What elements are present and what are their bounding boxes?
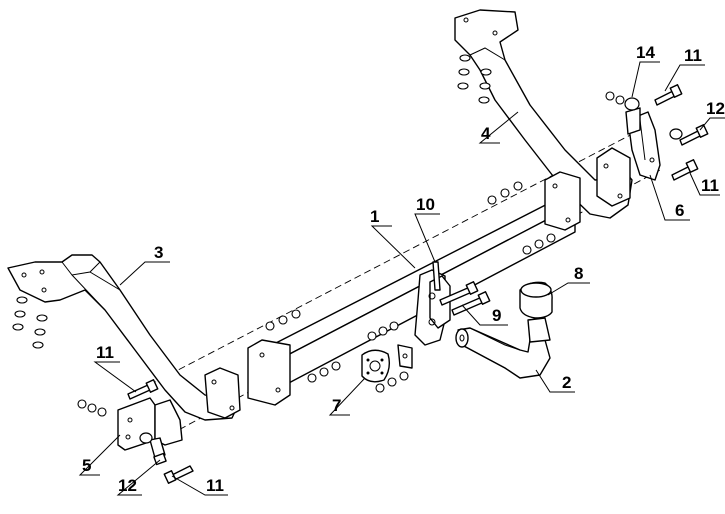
left-side-arm [7,254,241,421]
callout-11-right-top: 11 [684,46,702,65]
callout-5: 5 [82,456,91,475]
bolt-11-right-bottom [671,159,699,181]
bolt-10 [432,261,441,291]
callout-3: 3 [154,243,163,262]
callout-8: 8 [574,264,583,283]
nuts-crossbar-right [487,181,556,255]
callout-4: 4 [481,124,491,143]
callout-labels: 1 2 3 4 5 6 7 8 9 10 11 11 11 11 12 12 1… [82,43,725,495]
bolt-12-right [679,124,709,146]
nuts-right-bracket [605,91,683,140]
callout-11-left-top: 11 [96,343,114,362]
ball-cover-cap [519,281,553,319]
leader-lines [78,61,725,496]
callout-14: 14 [636,43,655,62]
nut-washer-stacks [12,54,683,444]
bolt-11-left-top [127,379,159,400]
right-side-arm [454,9,633,219]
callout-7: 7 [332,396,341,415]
nuts-socket [367,321,409,393]
callout-9: 9 [492,306,501,325]
callout-2: 2 [562,373,571,392]
callout-11-right-bottom: 11 [701,176,719,195]
nuts-crossbar-left [265,309,341,383]
callout-6: 6 [675,201,684,220]
nuts-left-bracket [77,399,153,444]
bolts [127,84,709,484]
callout-1: 1 [370,207,379,226]
right-bracket [625,107,661,181]
bolt-11-right-top [654,84,683,106]
callout-12-left: 12 [118,476,137,495]
nuts-left-arm [12,296,48,349]
bolts-9 [439,281,491,316]
callout-10: 10 [416,195,435,214]
nuts-right-arm [457,54,492,104]
bolt-12-left [149,437,167,466]
callout-11-left-bottom: 11 [206,476,224,495]
ball-neck [455,317,551,379]
callout-12-right: 12 [706,99,725,118]
socket-plate [361,344,413,383]
bolt-11-left-bottom [163,465,194,484]
